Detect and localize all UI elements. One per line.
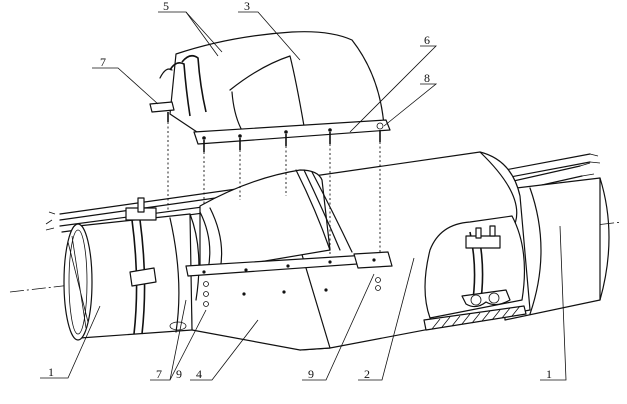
label-clip-bottom: 7 xyxy=(156,367,162,381)
outer-shell xyxy=(299,151,531,351)
top-cover xyxy=(149,31,391,152)
base-strip xyxy=(423,305,527,331)
clamp-lower-left xyxy=(129,267,157,287)
lower-bolt-strip xyxy=(185,251,393,307)
label-pipe-right: 1 xyxy=(546,367,552,381)
label-pipe-left: 1 xyxy=(48,365,54,379)
label-shell: 2 xyxy=(364,367,370,381)
cable-line xyxy=(504,161,591,179)
clamp-lower xyxy=(461,289,511,308)
bolt-row xyxy=(203,277,381,307)
cover-rib xyxy=(169,62,191,117)
label-bolt-bottom-a: 9 xyxy=(176,367,182,381)
label-cover-flange: 6 xyxy=(424,33,430,47)
projection-lines xyxy=(167,122,381,254)
label-cover: 3 xyxy=(244,0,250,13)
leader-lines xyxy=(40,11,567,381)
label-cover-ribs: 5 xyxy=(163,0,169,13)
label-bolt-bottom-b: 9 xyxy=(308,367,314,381)
cable-ends xyxy=(579,153,601,177)
cover-bolts xyxy=(203,130,381,152)
reference-labels: 5 3 7 6 8 1 7 9 4 9 2 1 xyxy=(48,0,552,381)
clamp-block xyxy=(465,235,501,249)
label-cover-bolt: 8 xyxy=(424,71,430,85)
label-reducer: 4 xyxy=(196,367,202,381)
label-cover-clip: 7 xyxy=(100,55,106,69)
cable-line xyxy=(504,153,591,171)
cover-clip xyxy=(149,101,175,113)
cover-flange xyxy=(193,119,391,145)
cover-rib xyxy=(181,54,207,113)
pipe-left xyxy=(63,197,193,341)
cable-ends xyxy=(45,211,56,231)
pipe-end-hatch xyxy=(67,235,89,329)
